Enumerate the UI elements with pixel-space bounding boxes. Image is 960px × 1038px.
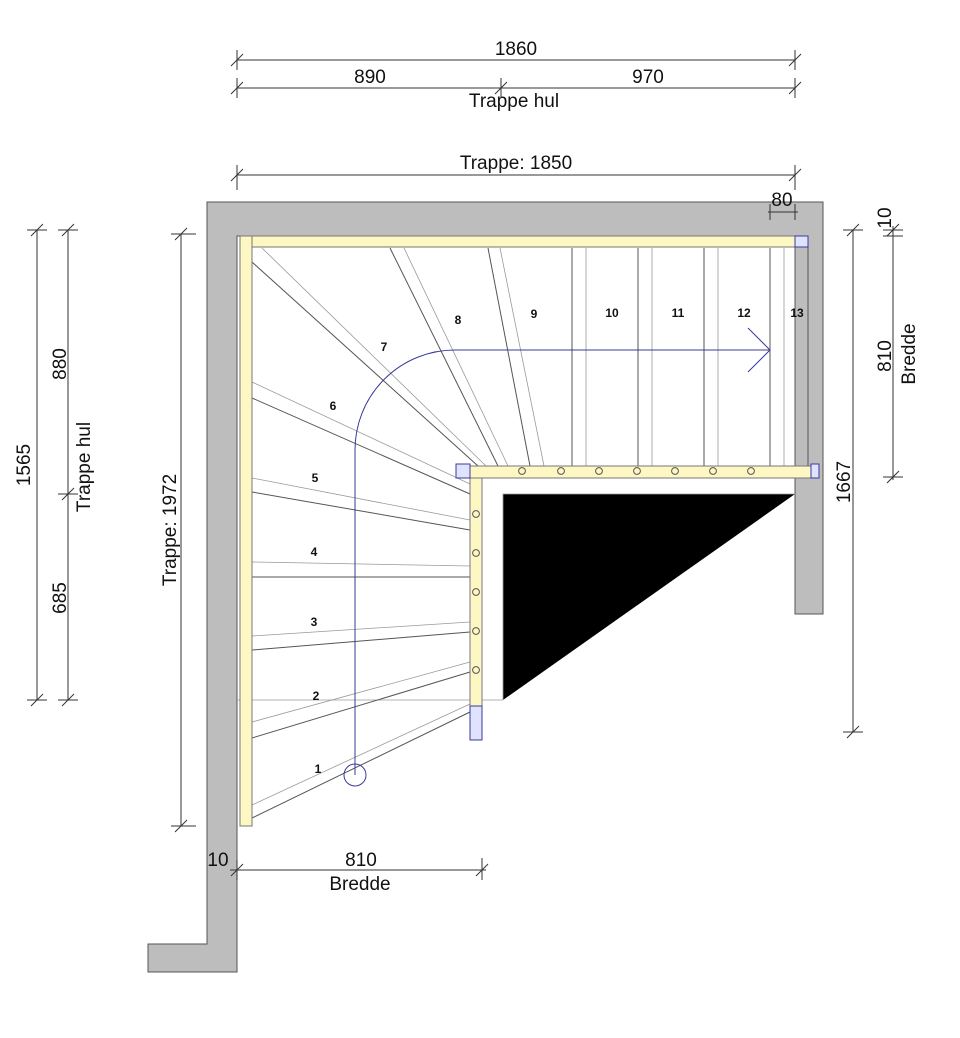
dim-right-total-label: 1667 [834, 461, 855, 503]
step-number: 1 [315, 762, 322, 776]
baluster [709, 467, 717, 475]
dim-right-offset-label: 80 [771, 190, 792, 211]
dim-right-total: 1667 [834, 223, 863, 739]
walk-line-arrow [747, 327, 771, 373]
baluster [671, 467, 679, 475]
outer-stringer-left [239, 235, 253, 827]
tread-line [251, 661, 471, 723]
walk-line [354, 349, 770, 775]
tread-line [251, 703, 471, 806]
dim-bottom-width-label: 810 [345, 850, 377, 871]
dim-top-total-label: 1860 [495, 39, 537, 60]
stairwell-outline [502, 493, 795, 700]
top-stringer-end-cap [794, 235, 809, 248]
baluster [557, 467, 565, 475]
dim-top-total: 1860 [230, 39, 802, 70]
step-number: 4 [311, 545, 318, 559]
step-number: 10 [605, 306, 619, 320]
step-number: 7 [381, 340, 388, 354]
baluster [472, 549, 480, 557]
tread-line [251, 631, 471, 651]
step-number: 8 [455, 313, 462, 327]
step-number: 12 [737, 306, 751, 320]
baluster [472, 666, 480, 674]
dim-stair-height-label: Trappe: 1972 [160, 474, 181, 586]
tread-line [251, 711, 471, 819]
dim-left-split: 880 685 Trappe hul [50, 223, 95, 707]
dim-left-caption: Trappe hul [74, 422, 95, 512]
newel-post-end [810, 463, 820, 479]
step-number: 2 [313, 689, 320, 703]
dim-stair-height: Trappe: 1972 [160, 227, 196, 833]
tread-line [251, 477, 471, 521]
baluster [595, 467, 603, 475]
tread-line [251, 397, 471, 495]
dim-right-width-caption: Bredde [899, 323, 920, 384]
baluster [747, 467, 755, 475]
step-number: 13 [790, 306, 804, 320]
tread-line [251, 261, 479, 467]
balusters [472, 467, 755, 674]
baluster [633, 467, 641, 475]
dim-stair-length: Trappe: 1850 [230, 153, 802, 190]
dim-top-caption: Trappe hul [469, 91, 559, 112]
step-number: 11 [672, 306, 685, 320]
dim-bottom-gap-label: 10 [207, 850, 228, 871]
treads [251, 236, 809, 819]
step-number: 9 [531, 307, 538, 321]
baluster [472, 588, 480, 596]
tread-line [251, 621, 471, 637]
baluster [472, 510, 480, 518]
tread-line [251, 561, 471, 567]
dim-top-right-label: 970 [632, 67, 664, 88]
newel-post-bottom [469, 705, 483, 741]
dim-top-split: 890 970 Trappe hul [230, 67, 802, 112]
outer-stringer-top [239, 235, 796, 248]
step-number: 6 [330, 399, 337, 413]
step-number: 3 [311, 615, 318, 629]
dim-bottom-width-caption: Bredde [329, 874, 390, 895]
dim-bottom-width: 10 810 Bredde [207, 850, 489, 895]
walk-line-start [343, 763, 367, 787]
dim-left-total: 1565 [14, 223, 47, 707]
dim-right-width: 10 810 Bredde [875, 207, 920, 484]
dim-right-width-label: 810 [875, 340, 896, 372]
tread-line [487, 247, 531, 467]
dim-left-lower-label: 685 [50, 582, 71, 614]
tread-line [251, 671, 471, 739]
tread-line [261, 247, 487, 467]
dim-right-gap-label: 10 [875, 207, 896, 228]
step-numbers: 1 2 3 4 5 6 7 8 9 10 11 12 13 [311, 306, 804, 776]
step-number: 5 [312, 471, 319, 485]
tread-line [499, 247, 545, 467]
tread-line [389, 247, 499, 467]
dim-left-total-label: 1565 [14, 444, 35, 486]
wall-outline [147, 201, 824, 973]
newel-post-corner [455, 463, 471, 479]
baluster [518, 467, 526, 475]
tread-line [251, 381, 471, 485]
dim-top-left-label: 890 [354, 67, 386, 88]
dim-left-upper-label: 880 [50, 348, 71, 380]
dim-stair-length-label: Trappe: 1850 [460, 153, 572, 174]
tread-line [403, 247, 509, 467]
baluster [472, 627, 480, 635]
tread-line [251, 491, 471, 531]
dim-right-offset: 80 [768, 190, 798, 220]
